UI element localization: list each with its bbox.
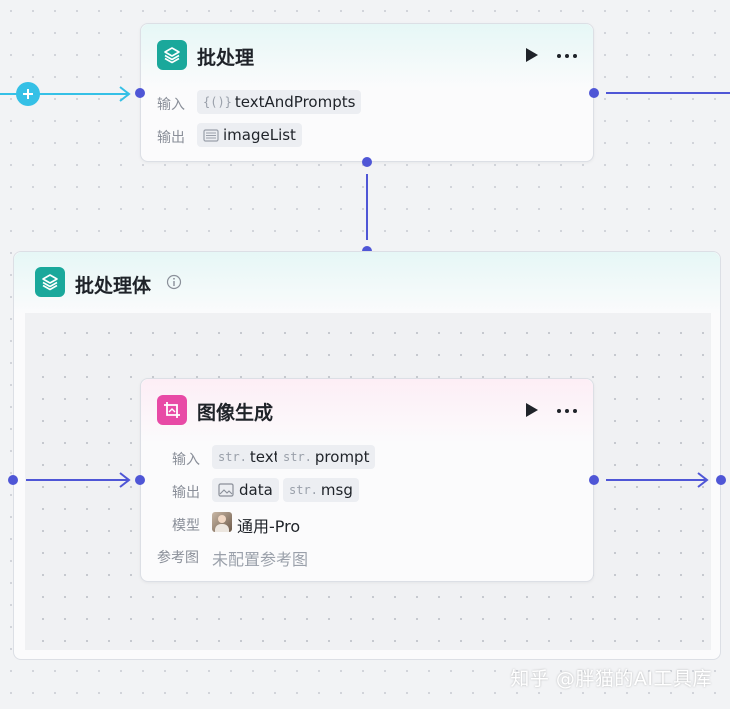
string-type-icon: str. xyxy=(218,450,247,464)
watermark: 知乎 @胖猫的AI工具库 xyxy=(510,668,712,690)
bottom-port[interactable] xyxy=(362,157,372,167)
input-variable-name: textAndPrompts xyxy=(234,93,356,111)
output-variable-name: data xyxy=(239,481,273,499)
node-header xyxy=(141,24,593,88)
output-variable-name: imageList xyxy=(223,126,296,144)
input-port[interactable] xyxy=(135,88,145,98)
more-options-icon[interactable] xyxy=(557,54,577,58)
image-generation-node[interactable]: 图像生成 输入 str. text str. prompt 输出 data st… xyxy=(140,378,594,582)
image-crop-icon xyxy=(157,395,187,425)
output-variable-tag[interactable]: imageList xyxy=(197,123,302,147)
input-variable-name: text xyxy=(249,448,280,466)
reference-image-label: 参考图 xyxy=(157,550,199,566)
image-type-icon xyxy=(218,483,234,497)
container-input-port[interactable] xyxy=(8,475,18,485)
model-label: 模型 xyxy=(172,518,200,534)
arrow-head-icon xyxy=(697,472,709,488)
container-output-port[interactable] xyxy=(716,475,726,485)
output-label: 输出 xyxy=(172,485,200,501)
more-options-icon[interactable] xyxy=(557,409,577,413)
run-icon[interactable] xyxy=(526,48,538,62)
input-port[interactable] xyxy=(135,475,145,485)
layers-icon xyxy=(157,40,187,70)
plus-icon xyxy=(23,89,33,99)
batch-body-connector xyxy=(366,174,368,240)
inner-output-connector xyxy=(606,479,706,481)
input-variable-tag[interactable]: {()} textAndPrompts xyxy=(197,90,362,114)
reference-image-value: 未配置参考图 xyxy=(212,550,309,569)
incoming-connector xyxy=(0,93,128,95)
arrow-head-icon xyxy=(119,86,131,102)
output-port[interactable] xyxy=(589,88,599,98)
node-header xyxy=(141,379,593,443)
run-icon[interactable] xyxy=(526,403,538,417)
container-header xyxy=(14,252,720,314)
info-icon[interactable] xyxy=(166,274,182,290)
node-title: 批处理 xyxy=(197,47,255,69)
input-variable-tag[interactable]: str. text xyxy=(212,445,286,469)
object-type-icon: {()} xyxy=(203,95,232,109)
output-port[interactable] xyxy=(589,475,599,485)
node-title: 图像生成 xyxy=(197,402,274,424)
image-list-icon xyxy=(203,128,219,142)
outgoing-connector xyxy=(606,92,730,94)
input-variable-tag[interactable]: str. prompt xyxy=(277,445,376,469)
output-variable-tag[interactable]: str. msg xyxy=(283,478,359,502)
inner-input-connector xyxy=(26,479,128,481)
add-node-button[interactable] xyxy=(16,82,40,106)
arrow-head-icon xyxy=(119,472,131,488)
layers-icon xyxy=(35,267,65,297)
input-label: 输入 xyxy=(172,452,200,468)
input-variable-name: prompt xyxy=(314,448,370,466)
string-type-icon: str. xyxy=(289,483,318,497)
model-name[interactable]: 通用-Pro xyxy=(237,517,301,536)
output-variable-name: msg xyxy=(320,481,353,499)
model-avatar xyxy=(212,512,232,532)
batch-node[interactable]: 批处理 输入 {()} textAndPrompts 输出 imageList xyxy=(140,23,594,162)
input-label: 输入 xyxy=(157,97,185,113)
container-title: 批处理体 xyxy=(75,275,152,297)
string-type-icon: str. xyxy=(283,450,312,464)
output-variable-tag[interactable]: data xyxy=(212,478,279,502)
output-label: 输出 xyxy=(157,130,185,146)
